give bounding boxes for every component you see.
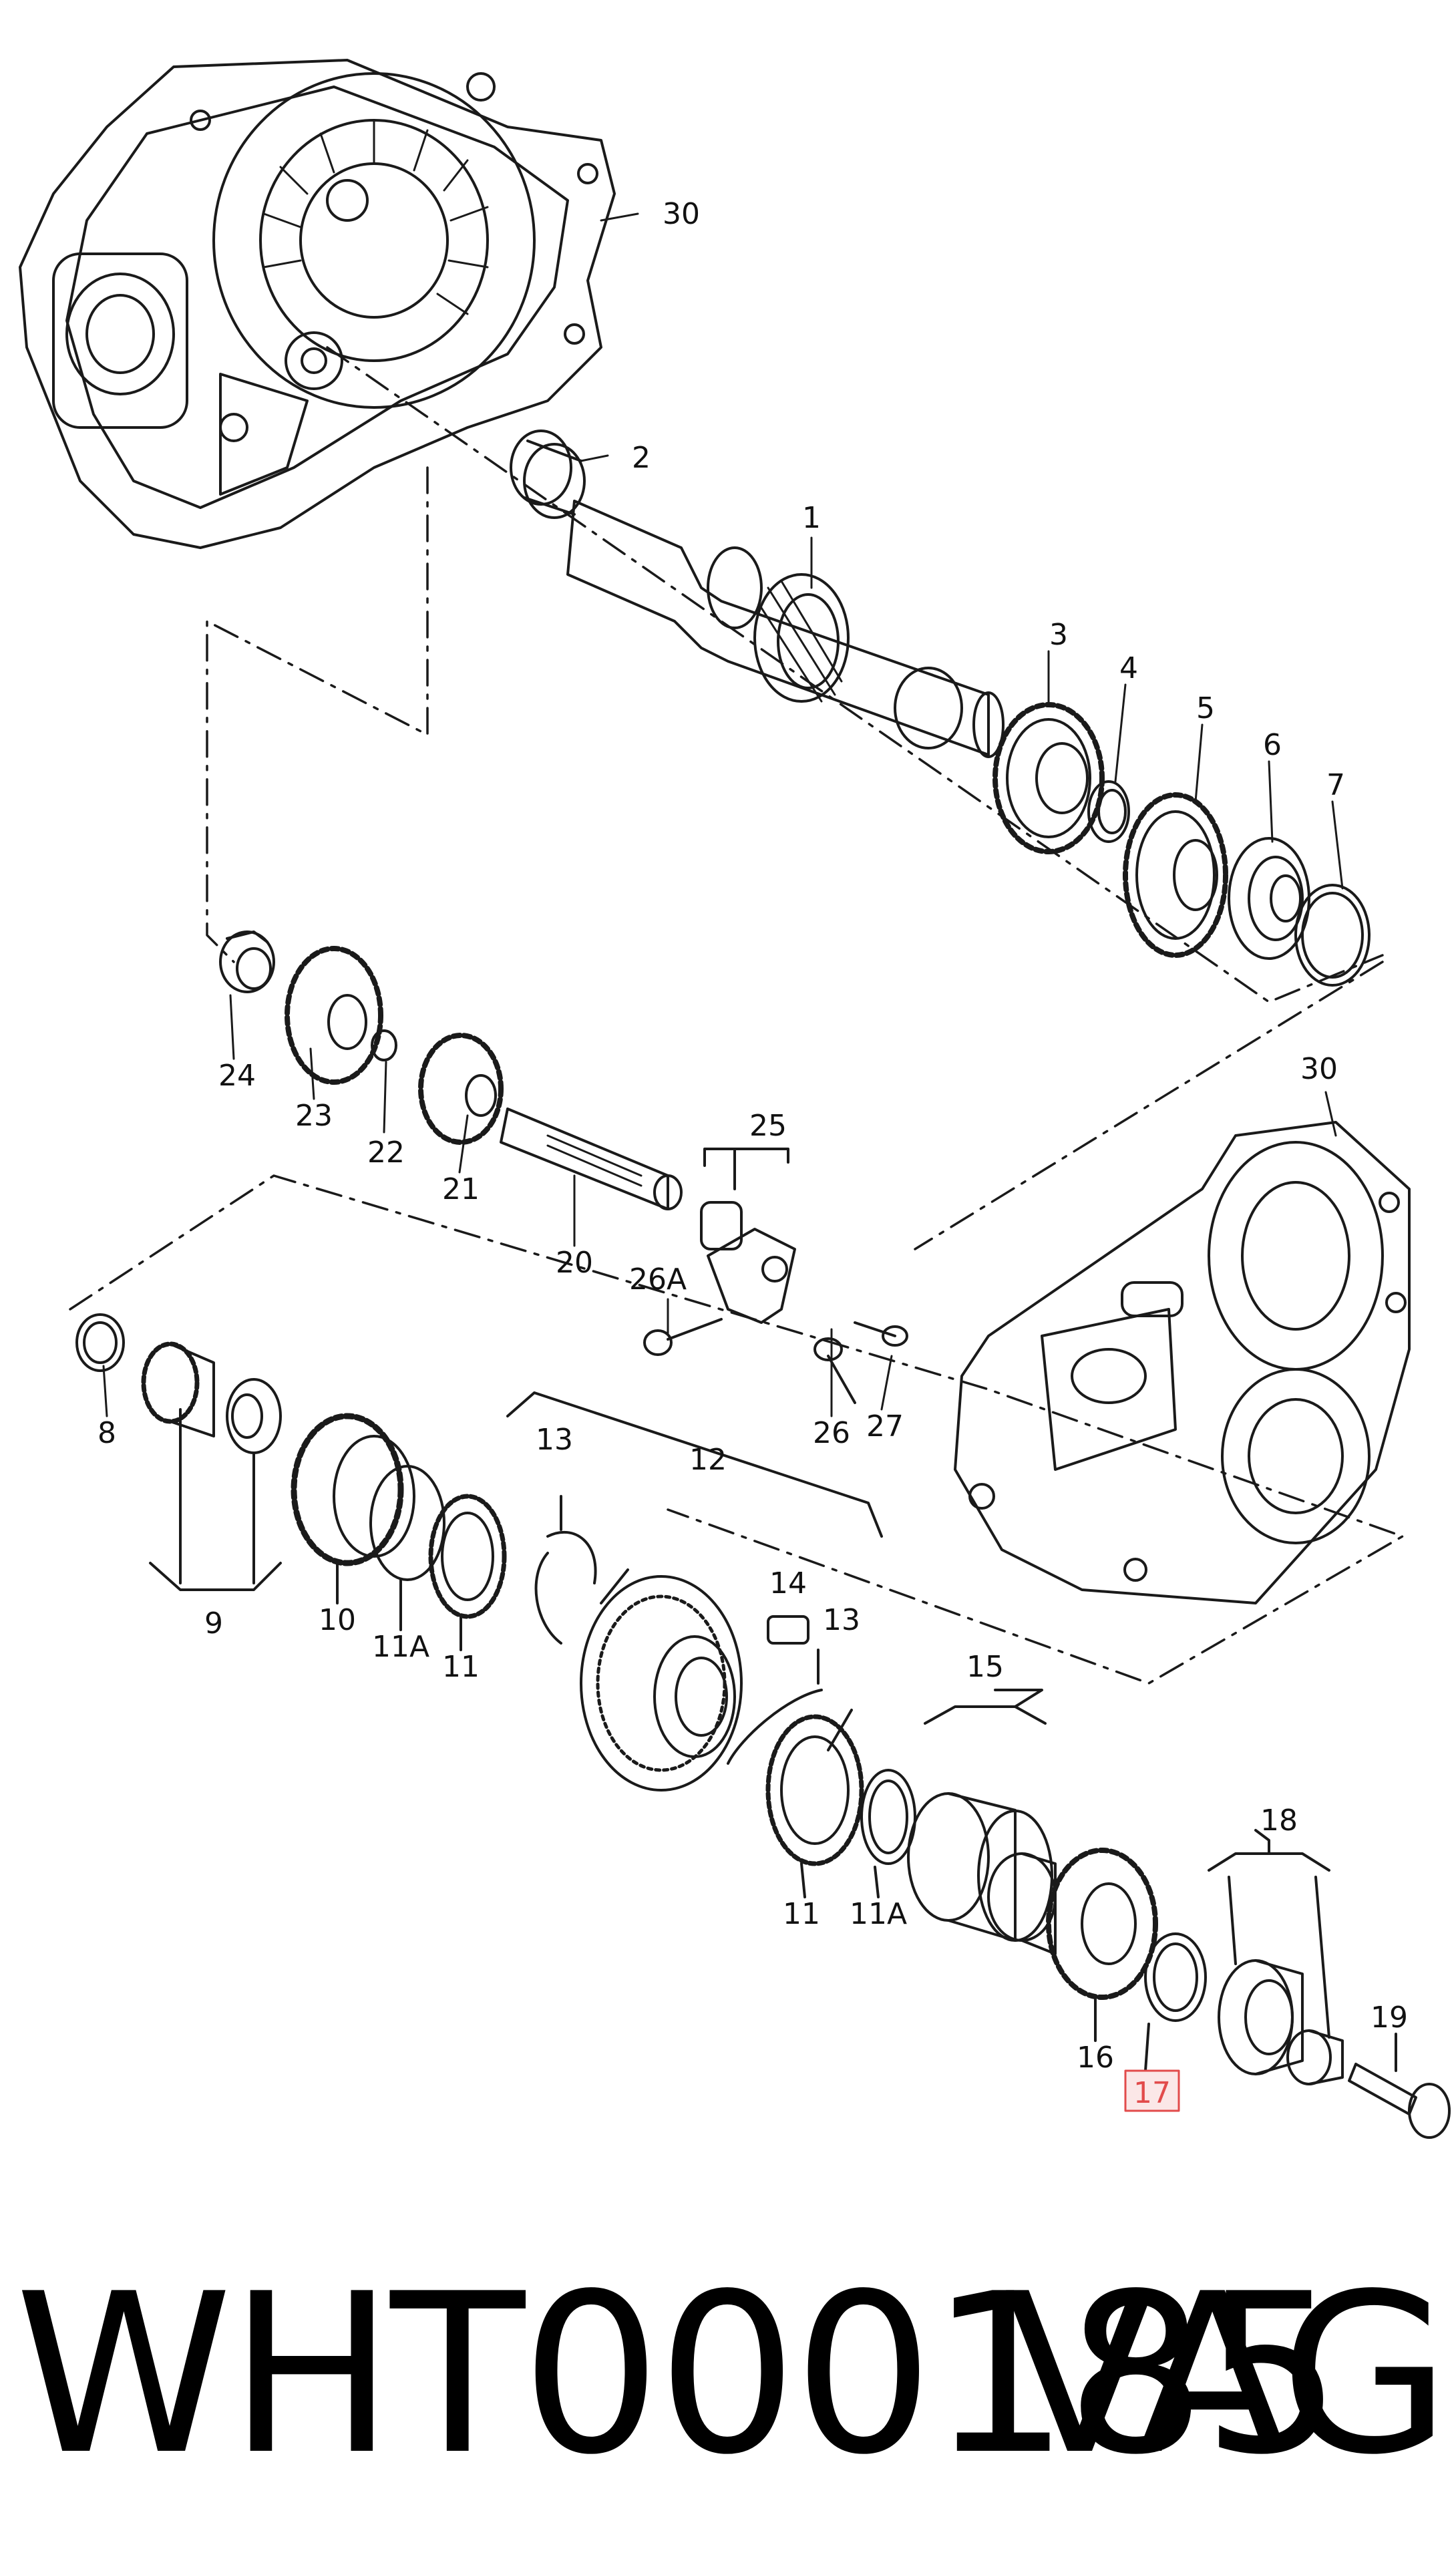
callout-27: 27 <box>866 1409 904 1443</box>
callout-13: 13 <box>536 1423 573 1457</box>
callout-26: 26 <box>813 1416 850 1450</box>
callout-19: 19 <box>1371 2001 1408 2035</box>
callout-11a: 11A <box>850 1897 907 1931</box>
callout-12: 12 <box>689 1443 727 1477</box>
callout-15: 15 <box>966 1650 1004 1684</box>
callout-24: 24 <box>218 1059 256 1093</box>
callout-13: 13 <box>823 1603 860 1637</box>
callout-4: 4 <box>1119 651 1138 685</box>
lower-left-parts <box>75 1313 507 1651</box>
callout-8: 8 <box>98 1416 116 1450</box>
callout-labels: 1 2 3 4 5 6 7 8 9 10 11 11 11A 11A 12 13… <box>98 197 1408 2110</box>
selector-assembly <box>643 1148 908 1404</box>
gearbox-housing-top <box>19 59 616 549</box>
callout-30: 30 <box>1300 1052 1338 1086</box>
callout-16: 16 <box>1077 2041 1114 2075</box>
callout-5: 5 <box>1196 691 1215 725</box>
callout-9: 9 <box>204 1606 223 1641</box>
callout-1: 1 <box>802 501 821 535</box>
callout-20: 20 <box>556 1246 593 1280</box>
callout-11: 11 <box>783 1897 820 1931</box>
lower-right-parts <box>907 1689 1451 2139</box>
synchro-assembly <box>506 1391 916 1898</box>
callout-17-highlight-box <box>1124 2069 1180 2112</box>
input-shaft-assembly <box>510 430 1005 758</box>
callout-10: 10 <box>319 1603 356 1637</box>
upper-gear-set <box>992 702 1371 987</box>
callout-22: 22 <box>367 1136 405 1170</box>
callout-7: 7 <box>1326 768 1345 802</box>
brand-label: VAG <box>1004 2246 1451 2503</box>
callout-11a: 11A <box>372 1630 429 1664</box>
callout-30: 30 <box>663 197 700 231</box>
gearbox-housing-right <box>954 1121 1411 1604</box>
callout-25: 25 <box>749 1109 787 1143</box>
callout-11: 11 <box>442 1650 480 1684</box>
callout-3: 3 <box>1049 618 1068 652</box>
callout-26a: 26A <box>629 1262 687 1297</box>
callout-17: 17 <box>1133 2076 1171 2110</box>
part-number: WHT000185 <box>15 2246 1342 2503</box>
callout-21: 21 <box>442 1172 480 1206</box>
callout-23: 23 <box>295 1099 333 1133</box>
lay-shaft-assembly <box>219 930 683 1210</box>
callout-2: 2 <box>632 441 651 475</box>
callout-18: 18 <box>1260 1804 1298 1838</box>
callout-6: 6 <box>1263 728 1282 762</box>
callout-14: 14 <box>769 1566 807 1600</box>
assembly-guide-lines <box>69 346 1404 1685</box>
